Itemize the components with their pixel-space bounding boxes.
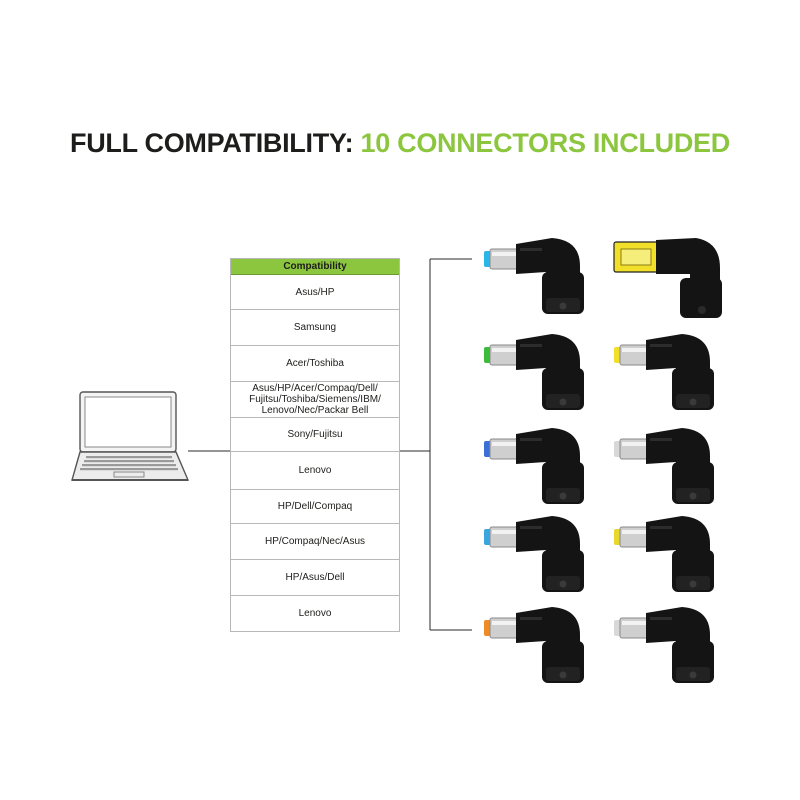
compatibility-row-text: Asus/HP xyxy=(296,287,335,298)
compatibility-row-text: Acer/Toshiba xyxy=(286,358,344,369)
compatibility-row: HP/Dell/Compaq xyxy=(231,489,399,523)
compatibility-row: HP/Asus/Dell xyxy=(231,559,399,595)
laptop-icon xyxy=(71,391,190,481)
compatibility-brand-line: Lenovo xyxy=(298,608,332,619)
compatibility-row-text: HP/Asus/Dell xyxy=(286,572,345,583)
compatibility-row-text: Samsung xyxy=(294,322,336,333)
connector-4 xyxy=(614,334,714,410)
connector-6 xyxy=(614,428,714,504)
compatibility-brand-line: Asus/HP/Acer/Compaq/Dell/ xyxy=(252,383,378,394)
compatibility-row: Lenovo xyxy=(231,595,399,631)
headline-part2: 10 CONNECTORS INCLUDED xyxy=(360,128,731,158)
compatibility-row-text: Lenovo xyxy=(299,608,332,619)
compatibility-brand-line: Lenovo/Nec/Packar Bell xyxy=(261,405,369,416)
connector-7 xyxy=(484,516,584,592)
compatibility-brand-line: Sony/Fujitsu xyxy=(287,429,343,440)
compatibility-row: Asus/HP xyxy=(231,275,399,309)
connector-5 xyxy=(484,428,584,504)
connector-3 xyxy=(484,334,584,410)
connector-2 xyxy=(613,238,722,318)
compatibility-brand-line: Samsung xyxy=(293,322,337,333)
compatibility-brand-line: Fujitsu/Toshiba/Siemens/IBM/ xyxy=(249,394,381,405)
compatibility-row: Samsung xyxy=(231,309,399,345)
compatibility-row: Lenovo xyxy=(231,451,399,489)
compatibility-brand-line: HP/Asus/Dell xyxy=(285,572,345,583)
compatibility-row-text: Asus/HP/Acer/Compaq/Dell/Fujitsu/Toshiba… xyxy=(249,383,381,416)
connector-9 xyxy=(484,607,584,683)
compatibility-brand-line: Asus/HP xyxy=(295,286,335,298)
compatibility-row: Sony/Fujitsu xyxy=(231,417,399,451)
compatibility-row: HP/Compaq/Nec/Asus xyxy=(231,523,399,559)
compatibility-row-text: Lenovo xyxy=(299,465,332,476)
headline: FULL COMPATIBILITY: 10 CONNECTORS INCLUD… xyxy=(0,128,800,159)
connector-8 xyxy=(614,516,714,592)
compatibility-brand-line: Lenovo xyxy=(298,465,332,476)
compatibility-row-text: HP/Dell/Compaq xyxy=(278,501,352,512)
compatibility-row: Asus/HP/Acer/Compaq/Dell/Fujitsu/Toshiba… xyxy=(231,381,399,417)
compatibility-row-text: Sony/Fujitsu xyxy=(287,429,342,440)
compatibility-brand-line: Acer/Toshiba xyxy=(286,358,344,369)
connector-10 xyxy=(614,607,714,683)
compatibility-brand-line: HP/Compaq/Nec/Asus xyxy=(264,536,366,547)
connector-1 xyxy=(484,238,584,314)
compatibility-brand-line: HP/Dell/Compaq xyxy=(277,501,353,512)
compatibility-row: Acer/Toshiba xyxy=(231,345,399,381)
compatibility-header: Compatibility xyxy=(231,259,399,275)
headline-part1: FULL COMPATIBILITY: xyxy=(70,128,354,158)
compatibility-row-text: HP/Compaq/Nec/Asus xyxy=(265,536,365,547)
